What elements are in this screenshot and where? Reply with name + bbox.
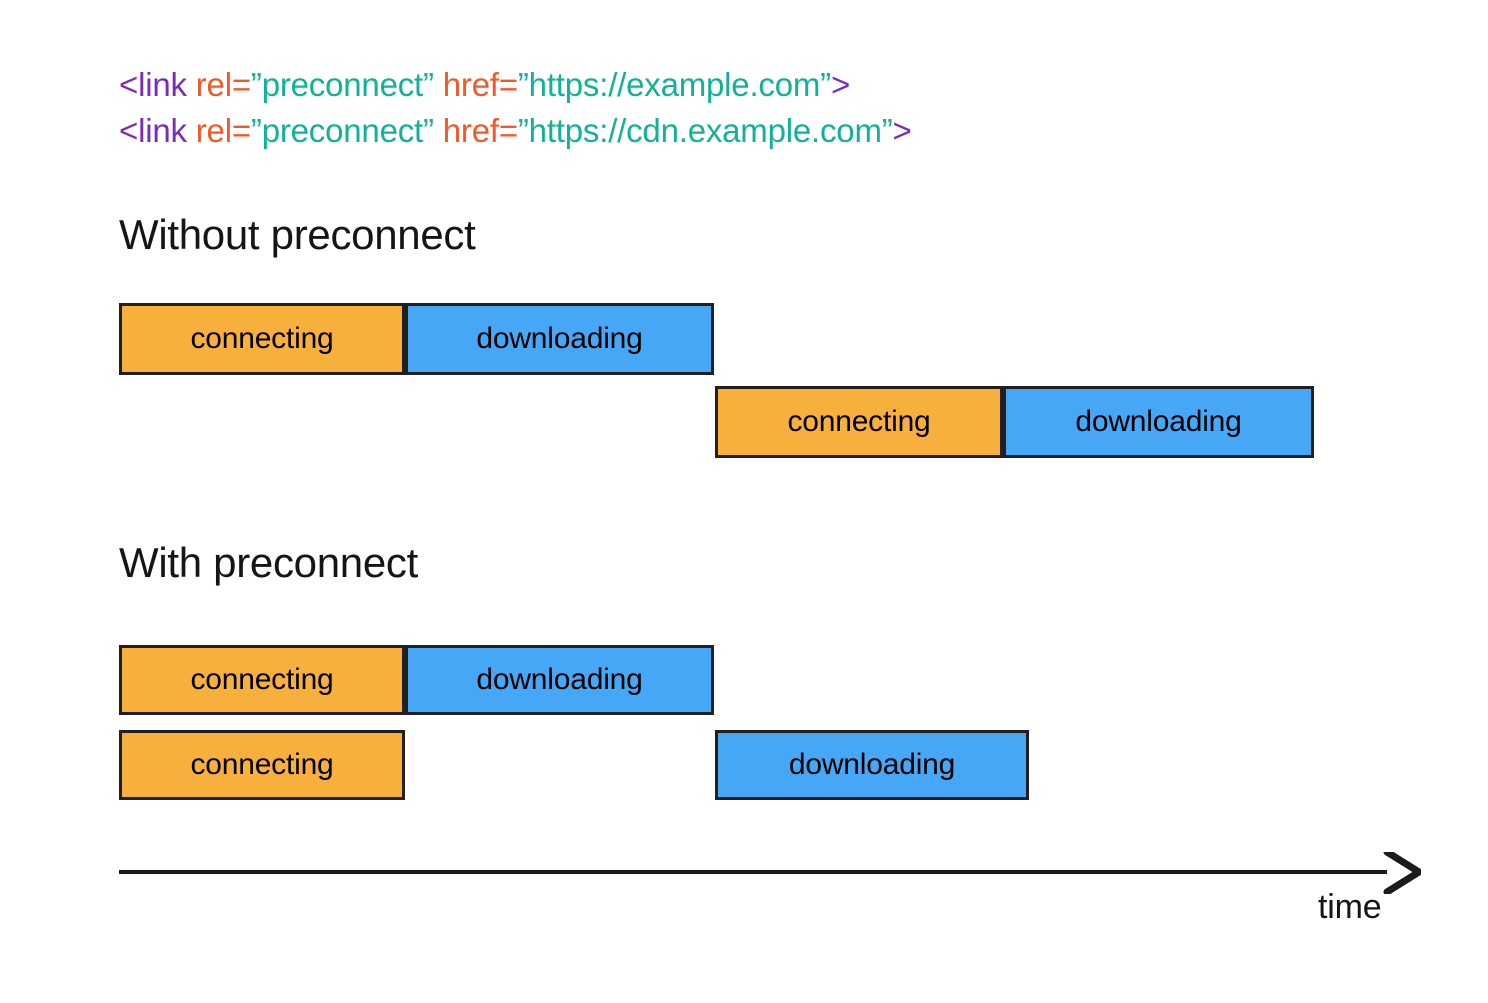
code-value-href: ”https://example.com”	[517, 66, 831, 103]
bar-with-request2-connecting: connecting	[119, 730, 405, 800]
bar-without-request1-connecting: connecting	[119, 303, 405, 375]
bar-without-request1-downloading: downloading	[405, 303, 714, 375]
code-attribute-href: href=	[433, 112, 518, 149]
code-tag-close: >	[892, 112, 912, 149]
code-line-2: <link rel=”preconnect” href=”https://cdn…	[119, 108, 912, 154]
bar-with-request1-downloading: downloading	[405, 645, 714, 715]
code-tag-open: <link	[119, 66, 187, 103]
section-heading-without-preconnect: Without preconnect	[119, 211, 476, 258]
bar-without-request2-connecting: connecting	[715, 386, 1003, 458]
time-axis-arrow	[119, 852, 1421, 894]
bar-without-request2-downloading: downloading	[1003, 386, 1314, 458]
code-value-rel: ”preconnect”	[250, 66, 434, 103]
code-line-1: <link rel=”preconnect” href=”https://exa…	[119, 62, 912, 108]
code-attribute-rel: rel=	[186, 66, 251, 103]
code-snippet: <link rel=”preconnect” href=”https://exa…	[119, 62, 912, 154]
code-value-rel: ”preconnect”	[250, 112, 434, 149]
bar-with-request2-downloading: downloading	[715, 730, 1029, 800]
time-axis-label: time	[1318, 888, 1382, 926]
bar-with-request1-connecting: connecting	[119, 645, 405, 715]
code-value-href: ”https://cdn.example.com”	[517, 112, 893, 149]
code-tag-close: >	[830, 66, 851, 103]
code-tag-open: <link	[119, 112, 187, 149]
code-attribute-rel: rel=	[186, 112, 251, 149]
section-heading-with-preconnect: With preconnect	[119, 539, 418, 586]
code-attribute-href: href=	[433, 66, 518, 103]
